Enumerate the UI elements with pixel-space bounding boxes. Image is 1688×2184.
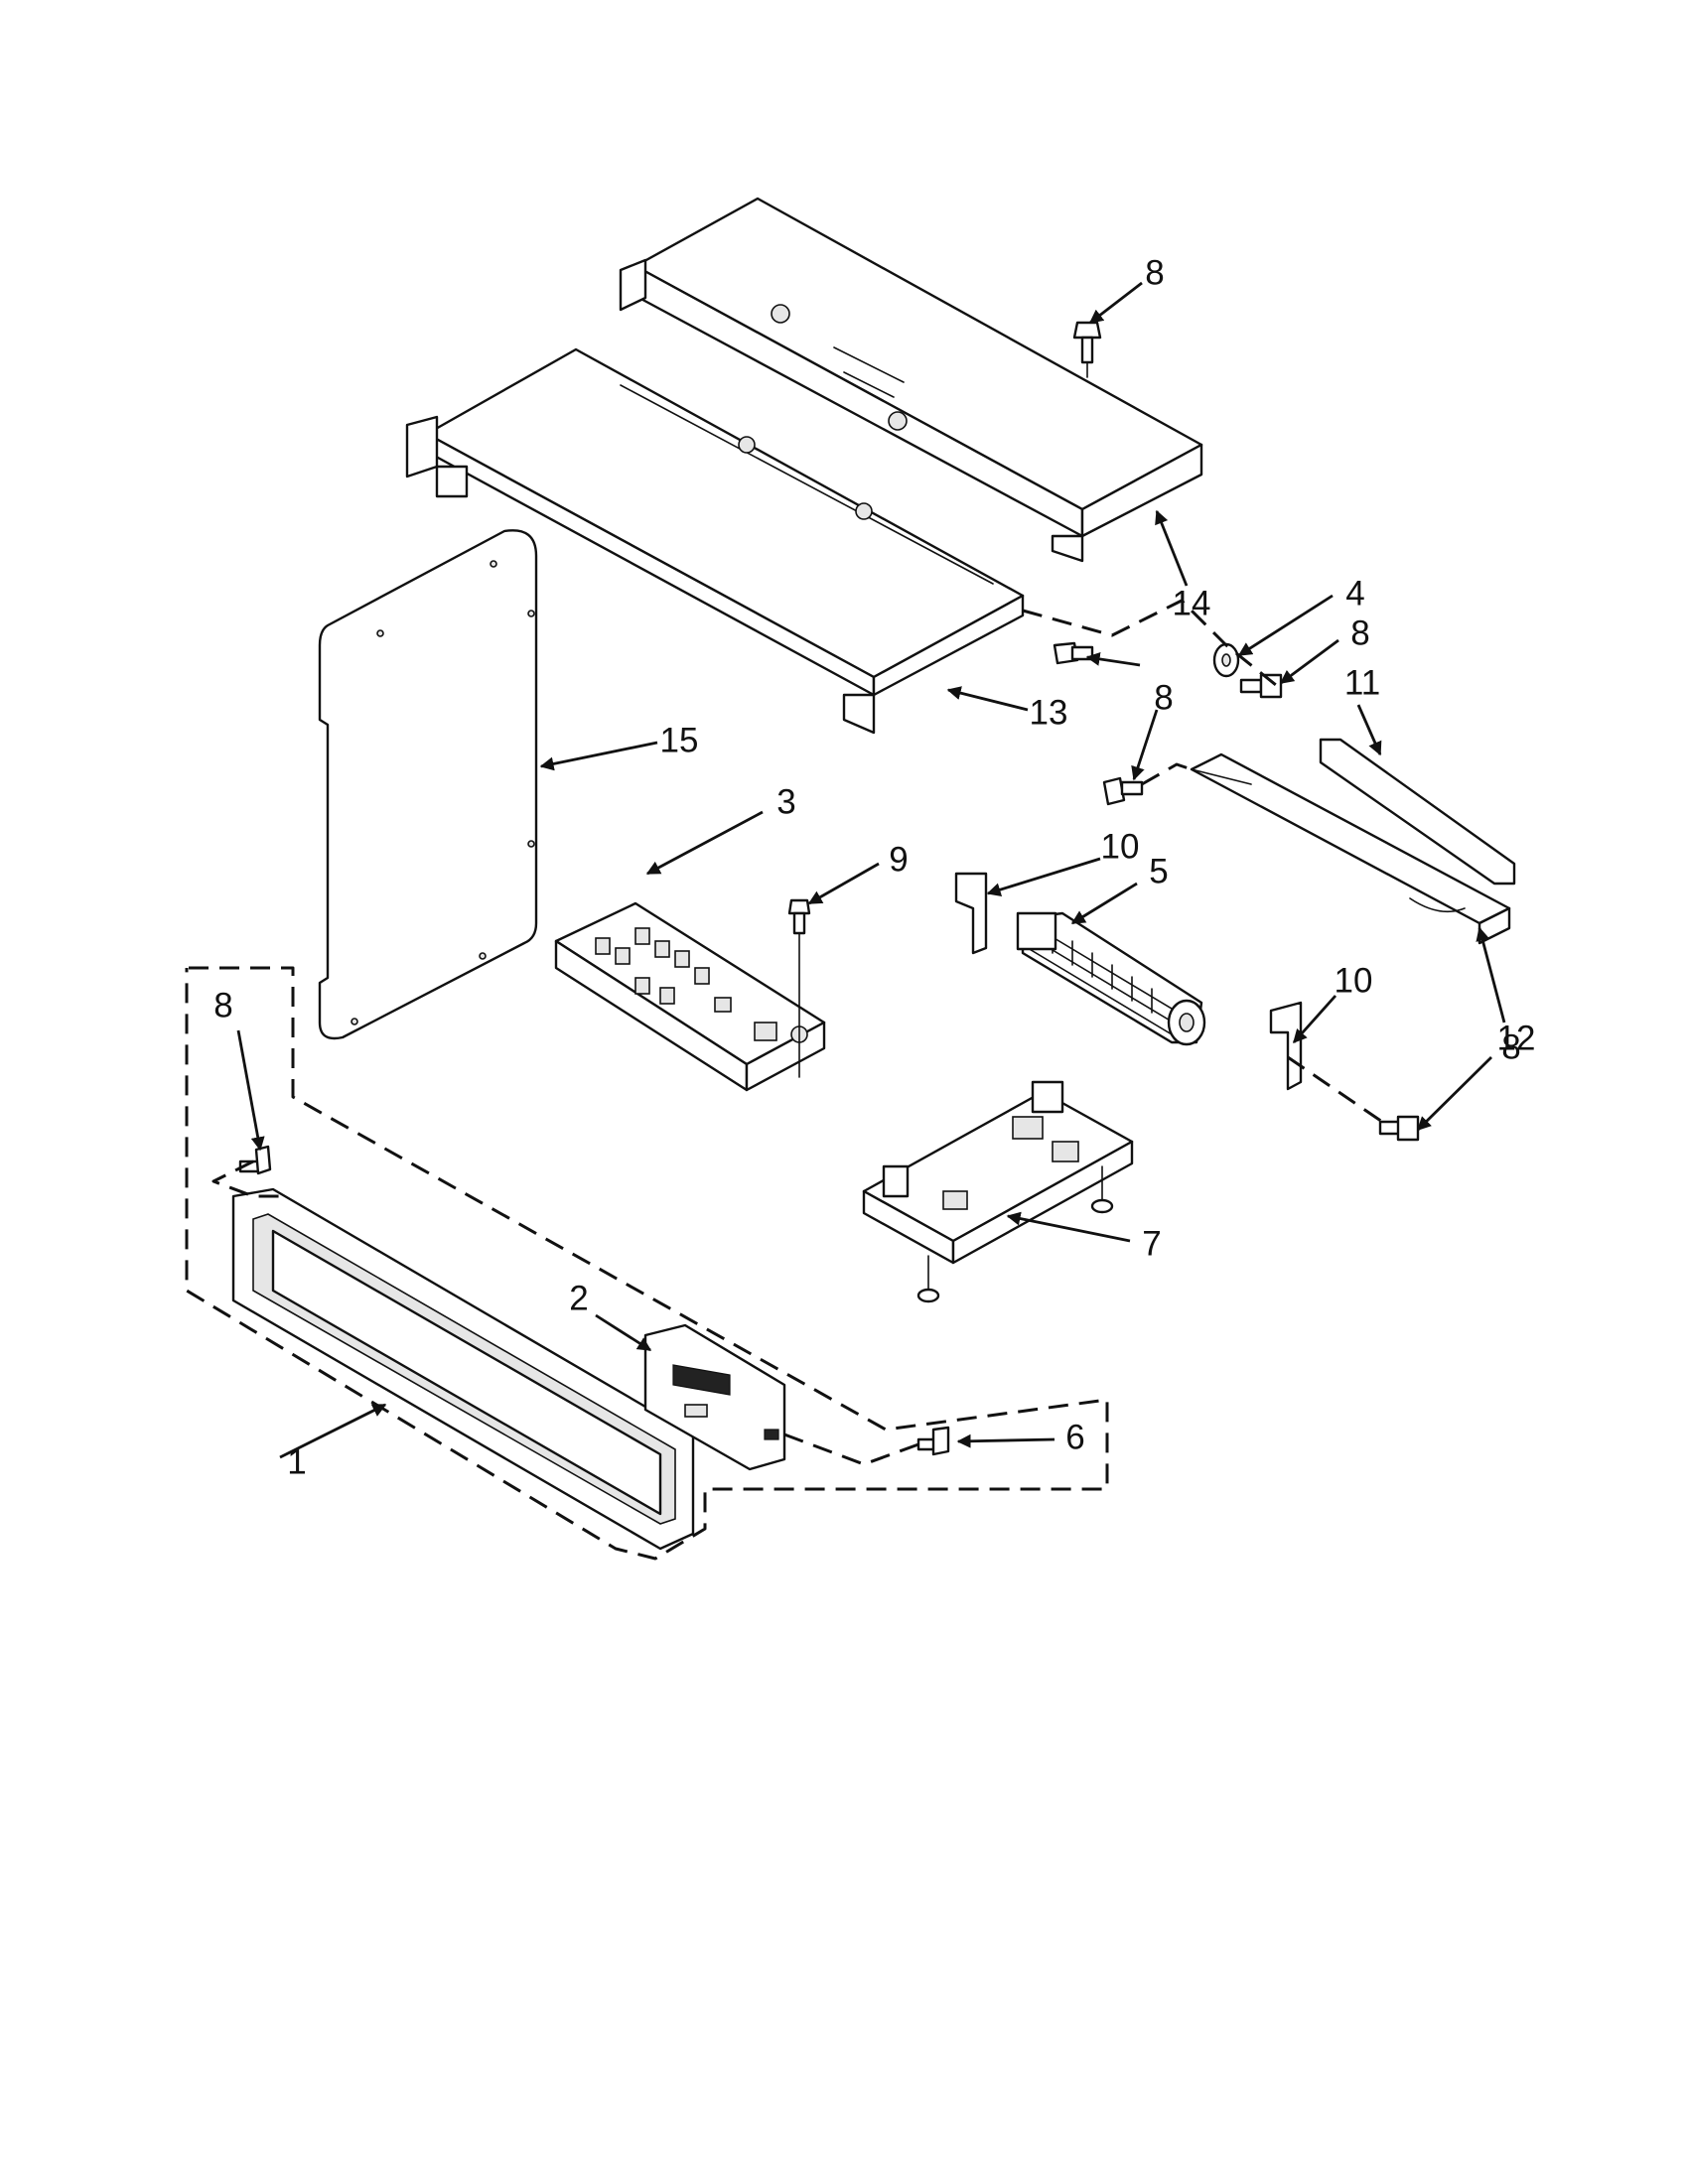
leader-14: [1155, 509, 1189, 587]
callout-12: 12: [1497, 1019, 1536, 1057]
control-panel-trim: [231, 1187, 695, 1551]
leader-10b: [1292, 995, 1337, 1044]
power-control-board: [862, 1080, 1134, 1303]
callout-6: 6: [1065, 1418, 1084, 1456]
side-panel: [318, 529, 538, 1040]
leader-8d: [1417, 1056, 1492, 1131]
screw-bracket: [1378, 1115, 1420, 1142]
screw-13: [1053, 641, 1094, 665]
leader-9: [807, 862, 880, 905]
display-control-board: [643, 1323, 786, 1471]
callout-10a: 10: [1101, 827, 1140, 866]
top-panel-front: [405, 347, 1025, 735]
callout-1: 1: [287, 1442, 306, 1481]
callout-labels: 1 2 3 4 5 6 7 8 8 8 8 8 8 9 10 10 11 12 …: [213, 253, 1535, 1481]
board-screw: [787, 898, 811, 1078]
insulation-strip: [1319, 738, 1516, 886]
callout-2: 2: [569, 1279, 588, 1317]
leader-4: [1237, 594, 1334, 657]
washer: [1212, 642, 1240, 678]
callout-11: 11: [1344, 663, 1380, 702]
leader-8c: [1131, 709, 1159, 781]
relay-control-board: [554, 901, 826, 1092]
leader-5: [1070, 882, 1138, 925]
leader-13: [946, 686, 1029, 712]
leader-3: [645, 810, 764, 876]
callout-8d: 8: [1501, 1027, 1520, 1066]
assembly-lines: [185, 599, 1386, 1561]
callout-9: 9: [889, 840, 908, 879]
leader-6: [956, 1433, 1055, 1448]
leader-2: [595, 1313, 652, 1352]
callout-5: 5: [1149, 852, 1168, 890]
screw-14: [1072, 321, 1102, 378]
callout-10b: 10: [1335, 961, 1373, 1000]
callout-4: 4: [1345, 574, 1364, 613]
fan-bracket-left: [954, 872, 988, 955]
leader-7: [1006, 1211, 1131, 1243]
leader-15: [539, 741, 658, 771]
callout-8b: 8: [1350, 614, 1369, 652]
leader-8b: [1279, 638, 1339, 685]
callout-3: 3: [776, 782, 795, 821]
callout-8c: 8: [1154, 678, 1173, 717]
fan-bracket-right: [1269, 1001, 1303, 1091]
screw-washer: [1239, 673, 1283, 699]
screw-rail: [1102, 776, 1144, 806]
blower-fan: [1016, 911, 1206, 1046]
callout-15: 15: [660, 721, 699, 759]
leader-8a: [1088, 281, 1143, 325]
screw-display: [916, 1426, 950, 1456]
leader-8e: [236, 1029, 265, 1152]
leader-12: [1476, 926, 1506, 1024]
callout-14: 14: [1173, 584, 1211, 622]
leader-11: [1356, 704, 1382, 756]
callout-8a: 8: [1145, 253, 1164, 292]
top-panel-rear: [619, 197, 1203, 563]
leader-10a: [986, 857, 1101, 896]
leader-8f: [1085, 651, 1141, 667]
callout-8e: 8: [213, 986, 232, 1024]
callout-13: 13: [1030, 693, 1068, 732]
leader-1: [279, 1403, 387, 1459]
screw-panel: [238, 1145, 272, 1175]
callout-7: 7: [1142, 1224, 1161, 1263]
leader-arrows: [236, 281, 1506, 1459]
